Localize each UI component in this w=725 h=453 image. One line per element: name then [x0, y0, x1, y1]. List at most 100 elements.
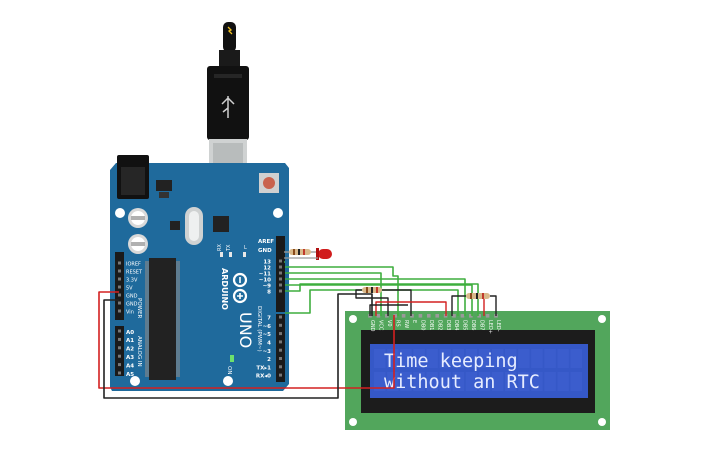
header-pin-hole[interactable] — [118, 371, 121, 375]
lcd-pin-label: LED- — [495, 320, 501, 332]
analog-pin-label: A1 — [126, 338, 134, 344]
lcd-char-cell — [465, 349, 478, 368]
header-pin-hole[interactable] — [279, 365, 282, 369]
header-pin-hole[interactable] — [279, 373, 282, 377]
digital-pin-label: 8 — [267, 290, 271, 296]
header-pin-hole[interactable] — [279, 357, 282, 360]
header-pin-hole[interactable] — [118, 293, 121, 297]
header-pin-hole[interactable] — [118, 277, 121, 281]
lcd-pin-label: DB7 — [478, 320, 484, 330]
rx-label: RX — [217, 244, 223, 251]
lcd-char-cell — [570, 349, 582, 368]
header-pin-hole[interactable] — [279, 332, 282, 336]
lcd-char-cell — [505, 372, 517, 391]
analog-pin-label: A0 — [126, 330, 134, 336]
lcd-pin-hole[interactable] — [460, 314, 465, 318]
lcd-pin-hole[interactable] — [385, 314, 389, 318]
digital-pin-label: TX▸1 — [256, 365, 271, 371]
header-pin-hole[interactable] — [279, 348, 282, 352]
header-pin-hole[interactable] — [279, 315, 282, 319]
lcd-pin-label: VCC — [378, 320, 384, 331]
lcd-char-cell — [465, 372, 478, 391]
digital-pin-label: RX◂0 — [256, 374, 271, 380]
header-pin-hole[interactable] — [118, 329, 121, 333]
analog-pin-label: A5 — [126, 372, 134, 378]
digital-pin-label: 13 — [263, 260, 271, 266]
lcd-pin-hole[interactable] — [401, 314, 406, 318]
header-pin-hole[interactable] — [279, 271, 282, 275]
header-pin-hole[interactable] — [279, 259, 282, 263]
header-pin-hole[interactable] — [118, 354, 121, 358]
lcd-char-cell — [426, 349, 438, 368]
lcd-pin-label: DB5 — [462, 320, 468, 330]
l-label: L — [244, 245, 247, 251]
lcd-pin-label: DB6 — [470, 320, 476, 330]
header-pin-hole[interactable] — [118, 301, 121, 305]
lcd-pin-hole[interactable] — [477, 314, 481, 318]
header-pin-hole[interactable] — [279, 283, 282, 287]
arduino-board[interactable]: RX TX L ARDUINO UNO DIGITAL (PWM~) POWER… — [110, 155, 289, 391]
lcd-char-cell — [544, 372, 556, 391]
header-pin-hole[interactable] — [118, 363, 121, 367]
on-label: ON — [226, 366, 232, 374]
analog-label: ANALOG IN — [136, 336, 142, 367]
aref-label: AREF — [258, 239, 274, 245]
header-pin-hole[interactable] — [118, 261, 121, 265]
lcd-pin-hole[interactable] — [435, 314, 439, 318]
lcd-char-cell — [478, 349, 491, 368]
digital-pin-label: ~6 — [263, 324, 272, 330]
header-pin-hole[interactable] — [279, 277, 282, 281]
reset-button-icon[interactable] — [259, 173, 279, 193]
header-pin-hole[interactable] — [279, 340, 282, 344]
lcd-pin-hole[interactable] — [376, 314, 381, 318]
lcd-char-cell — [439, 372, 451, 391]
tx-label: TX — [226, 244, 232, 252]
lcd-char-cell — [557, 349, 569, 368]
header-pin-hole[interactable] — [118, 309, 121, 313]
header-pin-hole[interactable] — [118, 269, 121, 273]
lcd-pin-hole[interactable] — [410, 314, 414, 318]
lcd-char-cell — [544, 349, 556, 368]
header-pin-hole[interactable] — [279, 289, 282, 293]
header-pin-hole[interactable] — [279, 265, 282, 269]
lcd-pin-hole[interactable] — [452, 314, 456, 318]
header-pin-hole[interactable] — [118, 285, 121, 289]
power-pin-label: 5V — [126, 286, 133, 292]
lcd-char-cell — [478, 372, 491, 391]
digital-label: DIGITAL (PWM~) — [256, 306, 262, 352]
lcd-pin-label: LED+ — [487, 320, 493, 334]
header-pin-hole[interactable] — [118, 337, 121, 341]
power-pin-label: IOREF — [126, 262, 141, 268]
lcd-pin-label: DB2 — [436, 320, 442, 330]
resistor-icon — [466, 293, 490, 299]
lcd-pin-label: V0 — [386, 320, 392, 327]
wire-9 — [285, 284, 473, 316]
lcd-char-cell — [570, 372, 582, 391]
brand-label: ARDUINO — [220, 268, 229, 310]
resistor-icon — [284, 249, 318, 255]
lcd-char-cell — [413, 349, 425, 368]
lcd-pin-hole[interactable] — [485, 314, 490, 318]
lcd-pin-hole[interactable] — [393, 314, 397, 318]
lcd-pin-hole[interactable] — [469, 314, 473, 318]
lcd-pin-hole[interactable] — [418, 314, 423, 318]
analog-pin-label: A2 — [126, 347, 134, 353]
lcd-char-cell — [400, 372, 412, 391]
header-pin-hole[interactable] — [118, 346, 121, 350]
lcd-pin-hole[interactable] — [427, 314, 431, 318]
wire-7 — [285, 289, 459, 316]
power-label: POWER — [136, 298, 142, 319]
lcd-char-cell — [505, 349, 517, 368]
lcd-pin-label: DB1 — [428, 320, 434, 330]
wire-10 — [285, 278, 466, 316]
header-pin-hole[interactable] — [279, 323, 282, 327]
lcd-pin-label: RS — [394, 320, 400, 327]
wire-gnd — [103, 293, 373, 399]
power-pin-label: GND — [126, 302, 138, 308]
lcd-char-cell — [374, 372, 386, 391]
